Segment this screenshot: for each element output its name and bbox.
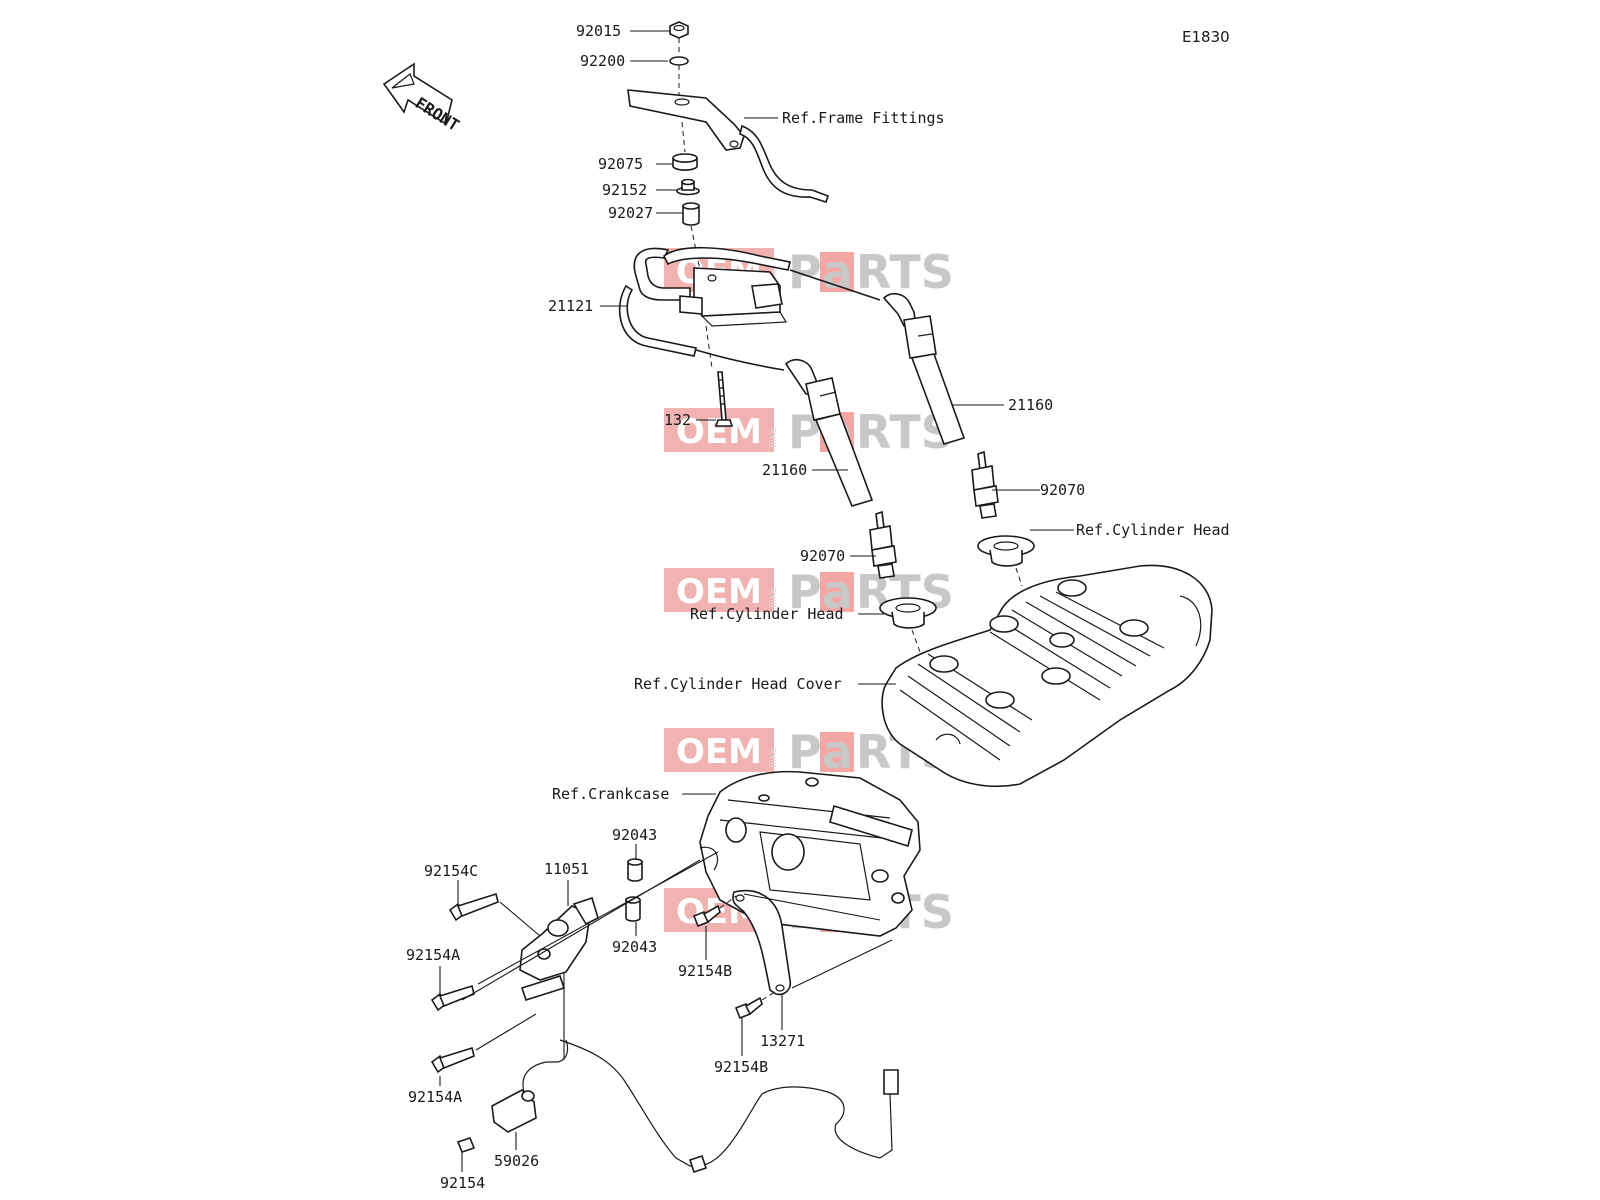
label-92154A-lower: 92154A (408, 1088, 462, 1106)
nut-92015-icon (669, 21, 689, 39)
collar-92152-icon (676, 178, 700, 196)
watermark-bike-text: BIKE (769, 587, 779, 608)
label-ref-cylinder-head-cover: Ref.Cylinder Head Cover (634, 675, 842, 693)
cylinder-head-seal-left-icon (879, 597, 937, 629)
bolt-92154B-lower-icon (734, 996, 763, 1020)
label-ref-frame-fittings: Ref.Frame Fittings (782, 109, 945, 127)
bolt-132-icon (714, 371, 734, 427)
label-11051: 11051 (544, 860, 589, 878)
label-ref-cylinder-head-left: Ref.Cylinder Head (690, 605, 844, 623)
ignition-coil-assembly (618, 21, 1035, 653)
leader-lines (439, 30, 1074, 1172)
label-92075: 92075 (598, 155, 643, 173)
watermark-logo: OEM BIKE P a RTS (664, 405, 954, 459)
collar-92027-icon (682, 202, 700, 226)
plug-cap-21160-left-icon (695, 349, 874, 507)
bolt-92154A-upper-icon (430, 984, 475, 1012)
watermark-a-text: a (822, 245, 853, 299)
dowel-pin-92043-top-icon (627, 858, 643, 882)
bolt-92154B-upper-icon (692, 904, 721, 928)
grommet-92075-icon (672, 153, 698, 171)
part-labels: 92015 92200 Ref.Frame Fittings 92075 921… (406, 22, 1230, 1192)
watermark-a-box (820, 732, 854, 772)
watermark-bike-text: BIKE (769, 427, 779, 448)
label-92027: 92027 (608, 204, 653, 222)
label-92200: 92200 (580, 52, 625, 70)
cover-plate-13271-icon (732, 889, 792, 996)
bolt-92154A-lower-icon (430, 1046, 475, 1074)
watermark-oem-text: OEM (676, 732, 762, 772)
cylinder-head-cover-icon (881, 564, 1213, 788)
watermark-oem-text: OEM (676, 572, 762, 612)
watermark-oem-box (664, 408, 774, 452)
label-92070-right: 92070 (1040, 481, 1085, 499)
spark-plug-92070-left-icon (869, 510, 897, 579)
label-92154B-upper: 92154B (678, 962, 732, 980)
ignition-coil-21121-icon (618, 246, 791, 357)
watermark-oem-box (664, 568, 774, 612)
label-21121: 21121 (548, 297, 593, 315)
watermark-oem-text: OEM (676, 412, 762, 452)
bolt-92154C-icon (448, 892, 499, 922)
label-92154C: 92154C (424, 862, 478, 880)
watermark-p-text: P (788, 565, 822, 619)
watermark-logo: OEM BIKE P a RTS (664, 565, 954, 619)
cylinder-head-seal-right-icon (977, 535, 1035, 567)
watermark-rts-text: RTS (856, 245, 954, 299)
label-59026: 59026 (494, 1152, 539, 1170)
washer-92200-icon (669, 56, 689, 66)
frame-bracket-icon (627, 89, 830, 203)
front-arrow-icon: FRONT (382, 62, 463, 135)
bolt-92154-icon (456, 1137, 476, 1153)
label-92043-bottom: 92043 (612, 938, 657, 956)
watermark-oem-box (664, 728, 774, 772)
label-13271: 13271 (760, 1032, 805, 1050)
label-21160-right: 21160 (1008, 396, 1053, 414)
label-92152: 92152 (602, 181, 647, 199)
watermark-bike-text: BIKE (769, 747, 779, 768)
watermark-a-box (820, 572, 854, 612)
diagram-code: E1830 (1182, 28, 1230, 46)
label-132: 132 (664, 411, 691, 429)
watermark-p-text: P (788, 725, 822, 779)
label-92043-top: 92043 (612, 826, 657, 844)
label-92154: 92154 (440, 1174, 485, 1192)
label-92154A-upper: 92154A (406, 946, 460, 964)
label-92154B-lower: 92154B (714, 1058, 768, 1076)
watermark-p-text: P (788, 245, 822, 299)
label-ref-crankcase: Ref.Crankcase (552, 785, 669, 803)
plug-cap-21160-right-icon (789, 269, 966, 445)
label-21160-left: 21160 (762, 461, 807, 479)
label-92070-left: 92070 (800, 547, 845, 565)
dowel-pin-92043-bottom-icon (625, 896, 641, 922)
label-ref-cylinder-head-right: Ref.Cylinder Head (1076, 521, 1230, 539)
sensor-59026-icon (491, 1039, 899, 1174)
sensor-11051-icon (519, 896, 599, 1001)
watermark-a-text: a (822, 565, 853, 619)
spark-plug-92070-right-icon (971, 450, 999, 519)
watermark-a-text: a (822, 725, 853, 779)
label-92015: 92015 (576, 22, 621, 40)
